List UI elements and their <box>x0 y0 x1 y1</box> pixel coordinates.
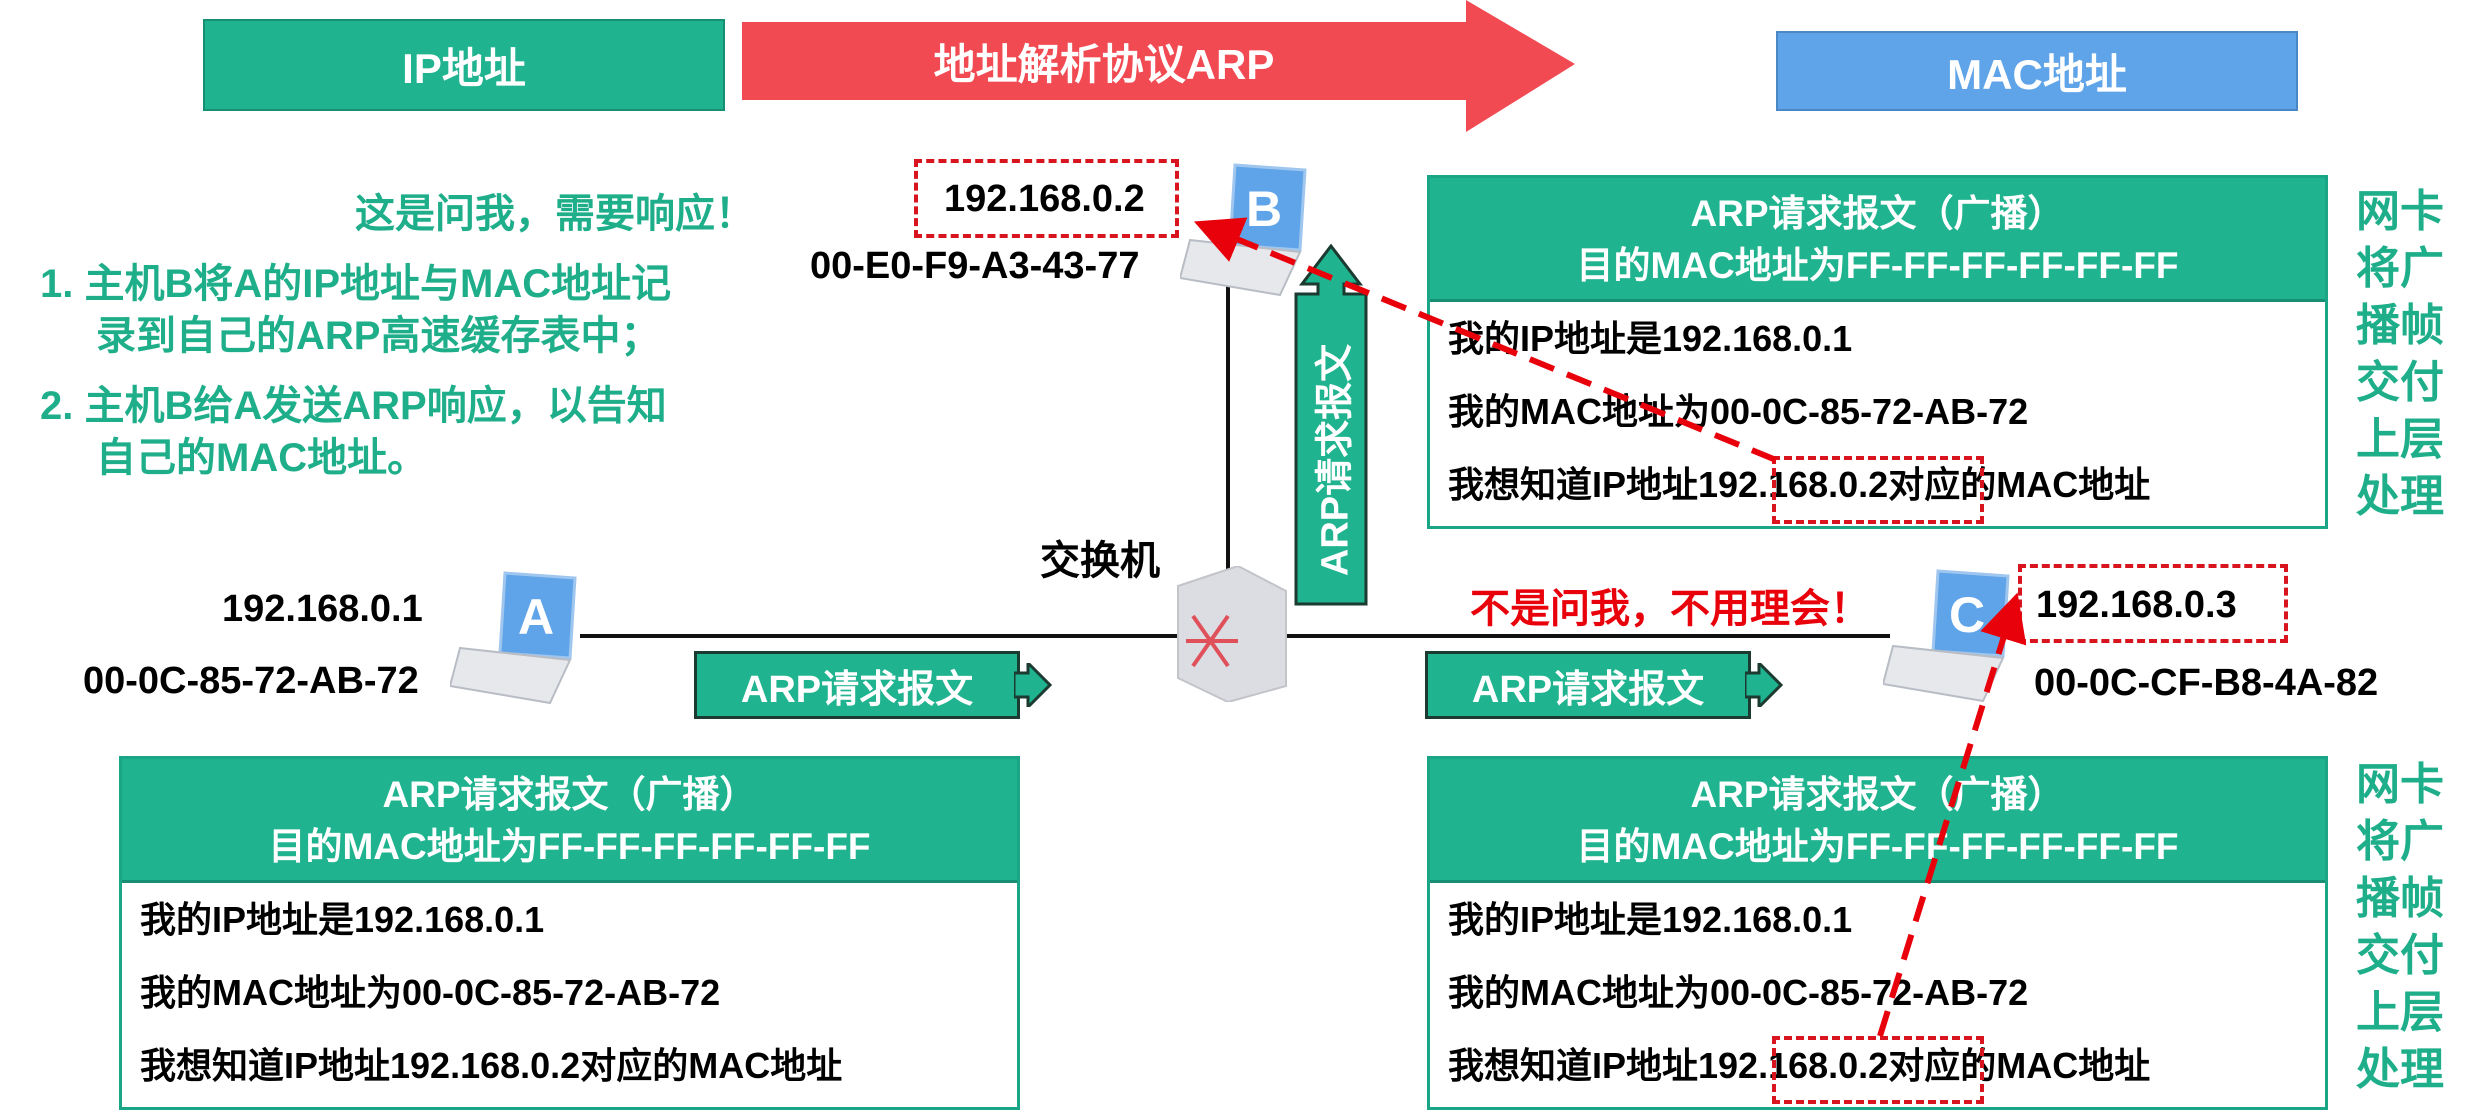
packet-title: ARP请求报文（广播） <box>1690 774 2065 815</box>
right-request-arrow-label: ARP请求报文 <box>1471 668 1705 711</box>
packet-line-2: 我的MAC地址为00-0C-85-72-AB-72 <box>140 972 721 1013</box>
arp-arrow-shape <box>742 0 1575 132</box>
host-a-ip: 192.168.0.1 <box>222 588 423 630</box>
packet-box-host-a: ARP请求报文（广播） 目的MAC地址为FF-FF-FF-FF-FF-FF 我的I… <box>119 756 1020 1110</box>
packet-dest: 目的MAC地址为FF-FF-FF-FF-FF-FF <box>268 826 871 867</box>
packet-line-3-suffix: 对应的MAC地址 <box>1888 464 2151 505</box>
host-b-mac: 00-E0-F9-A3-43-77 <box>810 245 1140 287</box>
packet-line-3-prefix: 我想知道IP地址 <box>140 1045 391 1086</box>
ip-address-label: IP地址 <box>402 44 526 92</box>
packet-line-3-suffix: 对应的MAC地址 <box>580 1045 843 1086</box>
switch-label: 交换机 <box>1040 539 1160 583</box>
host-c-letter: C <box>1949 587 1986 643</box>
host-b-ip-highlight <box>914 159 1179 238</box>
packet-line-3-ip: 192.168.0.2 <box>1698 1045 1889 1086</box>
ip-address-box: IP地址 <box>203 19 725 111</box>
target-ip-highlight-top <box>1772 456 1984 524</box>
link-b-switch <box>1226 278 1230 578</box>
host-b-letter: B <box>1246 181 1283 237</box>
packet-title: ARP请求报文（广播） <box>382 774 757 815</box>
host-c-mac: 00-0C-CF-B8-4A-82 <box>2034 662 2379 704</box>
host-b-response-note: 这是问我，需要响应！ 1. 主机B将A的IP地址与MAC地址记 录到自己的ARP… <box>40 188 760 484</box>
nic-note-bottom: 网卡将广播帧交付上层处理 <box>2356 760 2444 1094</box>
arp-arrow: 地址解析协议ARP <box>742 22 1466 100</box>
note-title: 这是问我，需要响应！ <box>355 192 755 236</box>
packet-dest: 目的MAC地址为FF-FF-FF-FF-FF-FF <box>1576 826 2179 867</box>
packet-line-3-prefix: 我想知道IP地址 <box>1448 1045 1699 1086</box>
host-b-ip: 192.168.0.2 <box>944 178 1145 220</box>
host-a-mac: 00-0C-85-72-AB-72 <box>83 660 419 702</box>
packet-title: ARP请求报文（广播） <box>1690 193 2065 234</box>
packet-line-1: 我的IP地址是192.168.0.1 <box>1448 318 1853 359</box>
arp-arrow-label: 地址解析协议ARP <box>933 40 1275 88</box>
host-a-letter: A <box>518 589 555 645</box>
switch-icon[interactable] <box>1168 566 1290 702</box>
target-ip-highlight-bottom <box>1772 1036 1984 1104</box>
packet-line-1: 我的IP地址是192.168.0.1 <box>1448 899 1853 940</box>
packet-line-2: 我的MAC地址为00-0C-85-72-AB-72 <box>1448 972 2029 1013</box>
packet-line-3: 我想知道IP地址192.168.0.2对应的MAC地址 <box>1430 1029 2325 1102</box>
mac-address-box: MAC地址 <box>1776 31 2298 111</box>
packet-line-3-ip: 192.168.0.2 <box>390 1045 581 1086</box>
mac-address-label: MAC地址 <box>1947 50 2127 98</box>
left-request-arrow-label: ARP请求报文 <box>740 668 974 711</box>
packet-line-3-suffix: 对应的MAC地址 <box>1888 1045 2151 1086</box>
packet-line-3-prefix: 我想知道IP地址 <box>1448 464 1699 505</box>
packet-line-2: 我的MAC地址为00-0C-85-72-AB-72 <box>1448 391 2029 432</box>
note-item-1-line-2: 录到自己的ARP高速缓存表中； <box>96 314 661 358</box>
packet-line-3: 我想知道IP地址192.168.0.2对应的MAC地址 <box>1430 448 2325 521</box>
host-c-laptop-icon[interactable]: C <box>1883 566 2018 706</box>
note-item-2-line-2: 自己的MAC地址。 <box>96 436 428 480</box>
packet-line-3-ip: 192.168.0.2 <box>1698 464 1889 505</box>
packet-line-3: 我想知道IP地址192.168.0.2对应的MAC地址 <box>122 1029 1017 1102</box>
note-item-2-line-1: 2. 主机B给A发送ARP响应，以告知 <box>40 384 667 428</box>
up-arrow-label: ARP请求报文 <box>1314 343 1357 577</box>
packet-line-1: 我的IP地址是192.168.0.1 <box>140 899 545 940</box>
host-c-ignore-note: 不是问我，不用理会！ <box>1470 587 1870 631</box>
host-c-ip: 192.168.0.3 <box>2036 584 2237 626</box>
note-item-1-line-1: 1. 主机B将A的IP地址与MAC地址记 <box>40 262 672 306</box>
nic-note-top: 网卡将广播帧交付上层处理 <box>2356 187 2444 521</box>
host-a-laptop-icon[interactable]: A <box>450 568 585 708</box>
packet-dest: 目的MAC地址为FF-FF-FF-FF-FF-FF <box>1576 245 2179 286</box>
